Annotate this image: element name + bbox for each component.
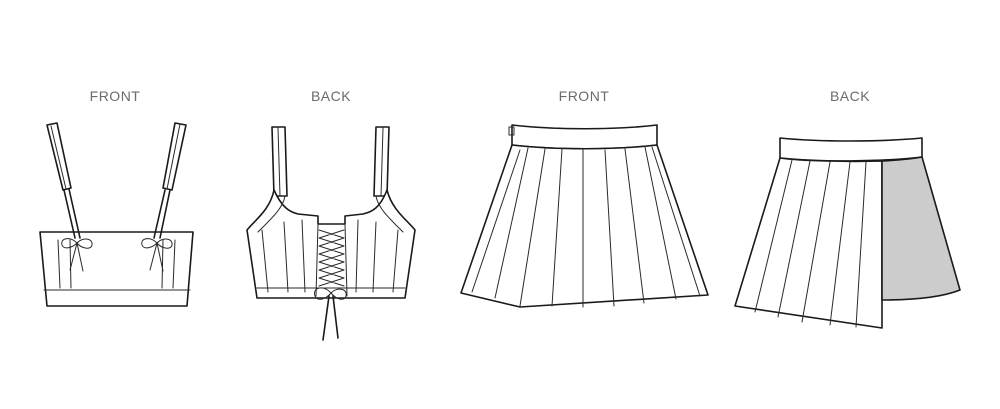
- top-back-label: BACK: [310, 88, 352, 104]
- top-back-drawing: [246, 126, 416, 341]
- top-front-label: FRONT: [89, 88, 141, 104]
- top-front-drawing: [39, 122, 194, 307]
- skirt-back-drawing: [734, 137, 961, 329]
- skirt-front-label: FRONT: [558, 88, 610, 104]
- skirt-back-label: BACK: [829, 88, 871, 104]
- skirt-front-drawing: [460, 124, 709, 308]
